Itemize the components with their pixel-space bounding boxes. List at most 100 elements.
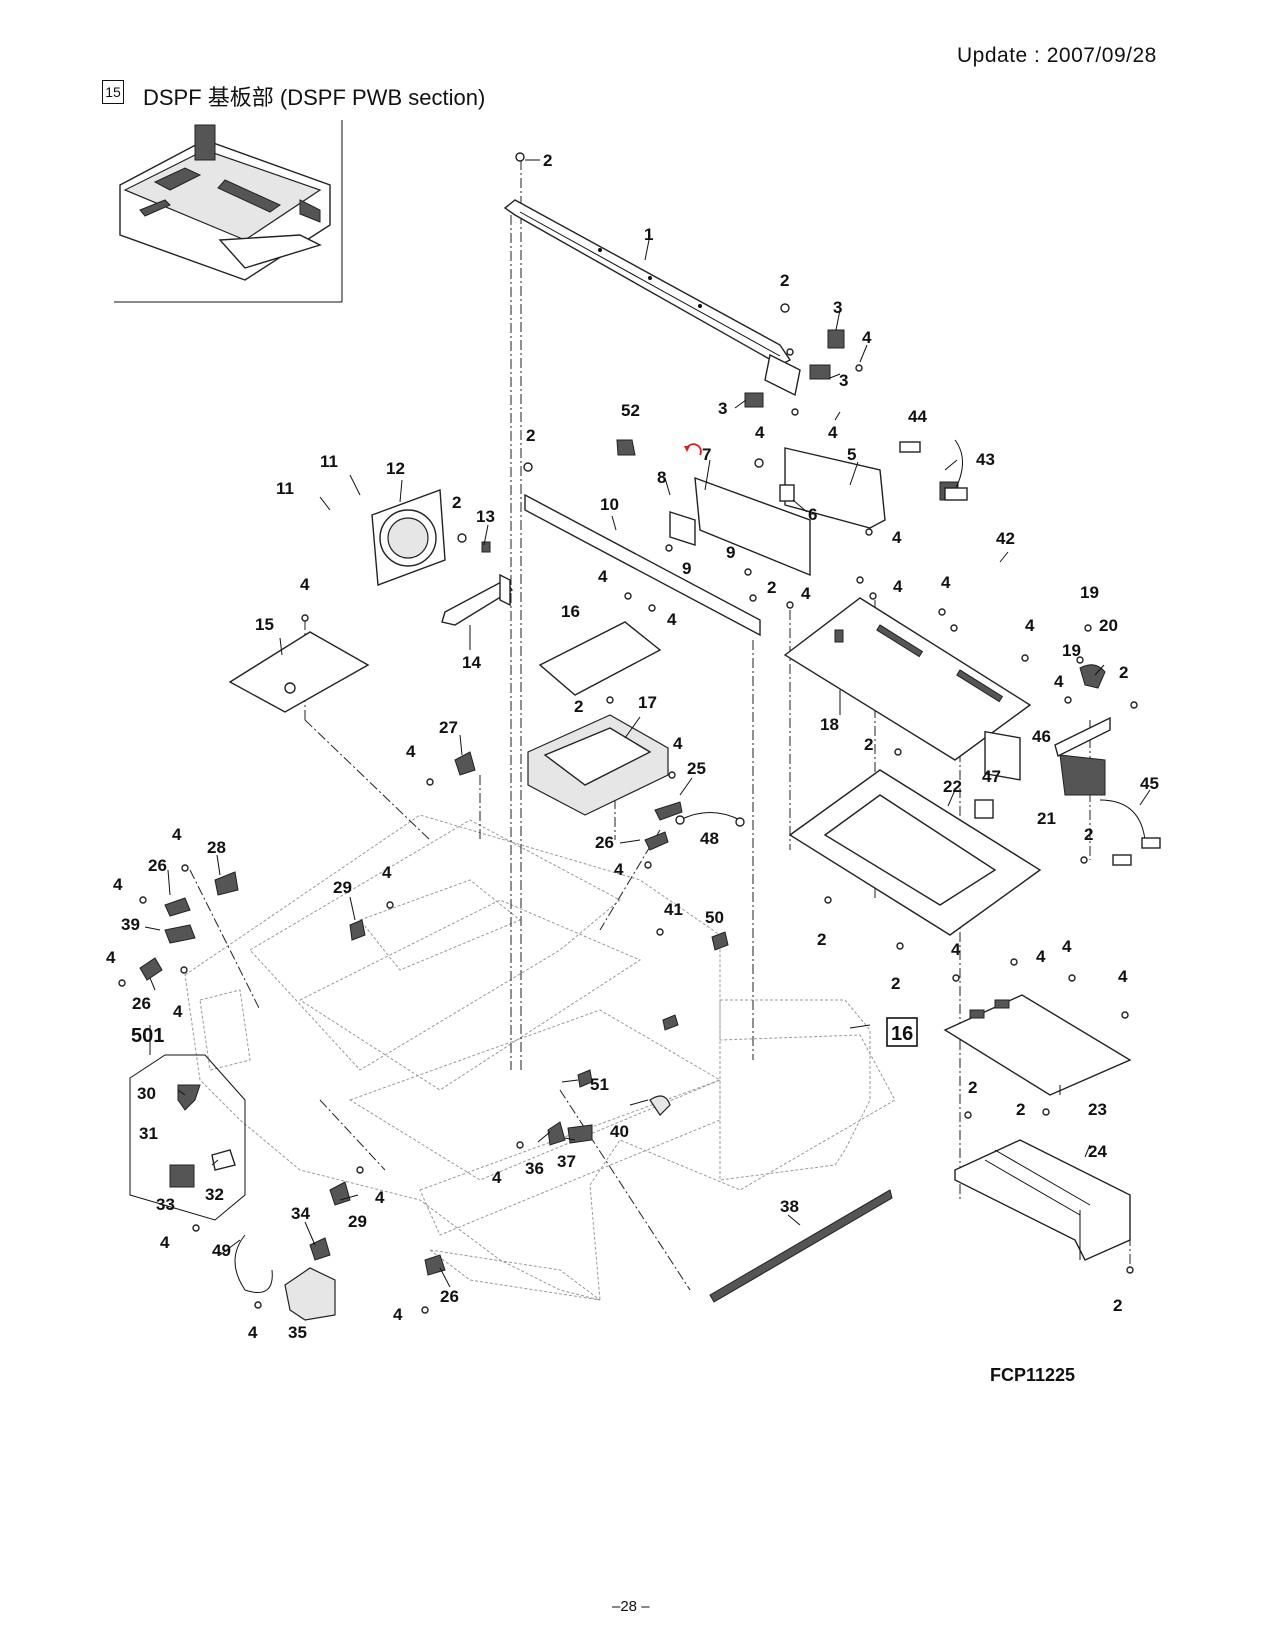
callout-4: 4 — [1025, 616, 1035, 635]
callout-24: 24 — [1088, 1142, 1107, 1161]
update-date: Update : 2007/09/28 — [957, 44, 1157, 67]
callout-46: 46 — [1032, 727, 1051, 746]
callout-9: 9 — [682, 559, 691, 578]
callout-25: 25 — [687, 759, 706, 778]
callout-4: 4 — [828, 423, 838, 442]
callout-4: 4 — [941, 573, 951, 592]
callout-4: 4 — [1062, 937, 1072, 956]
callout-1: 1 — [644, 225, 653, 244]
section-title: DSPF 基板部 (DSPF PWB section) — [143, 85, 486, 110]
callout-22: 22 — [943, 777, 962, 796]
callout-16: 16 — [561, 602, 580, 621]
callout-26: 26 — [148, 856, 167, 875]
callout-4: 4 — [755, 423, 765, 442]
callout-4: 4 — [951, 940, 961, 959]
callout-40: 40 — [610, 1122, 629, 1141]
callout-2: 2 — [1119, 663, 1128, 682]
callout-29: 29 — [333, 878, 352, 897]
small-parts — [139, 541, 745, 1276]
assembly-501-group — [129, 1054, 246, 1221]
callout-4: 4 — [614, 860, 624, 879]
callout-leaders — [144, 159, 1151, 1288]
callout-2: 2 — [574, 697, 583, 716]
callout-4: 4 — [300, 575, 310, 594]
part-22-plate — [788, 769, 1042, 936]
callout-11: 11 — [276, 479, 294, 498]
callout-4: 4 — [667, 610, 677, 629]
callout-4: 4 — [172, 825, 182, 844]
callout-42: 42 — [996, 529, 1015, 548]
callout-4: 4 — [598, 567, 608, 586]
callout-26: 26 — [595, 833, 614, 852]
callout-41: 41 — [664, 900, 683, 919]
callout-38: 38 — [780, 1197, 799, 1216]
part-15-sheet — [228, 631, 370, 713]
callout-51: 51 — [590, 1075, 609, 1094]
part-43-harness — [944, 439, 968, 501]
callout-49: 49 — [212, 1241, 231, 1260]
part-18-pwb — [783, 597, 1032, 761]
part-16-cover — [538, 621, 662, 696]
callout-2: 2 — [767, 578, 776, 597]
callout-23: 23 — [1088, 1100, 1107, 1119]
callout-4: 4 — [1054, 672, 1064, 691]
callout-26: 26 — [440, 1287, 459, 1306]
callout-4: 4 — [160, 1233, 170, 1252]
rotation-mark-icon — [686, 443, 702, 456]
callout-14: 14 — [462, 653, 481, 672]
callout-3: 3 — [839, 371, 848, 390]
callout-7: 7 — [702, 445, 711, 464]
part-3-brackets — [744, 329, 845, 408]
callout-10: 10 — [600, 495, 619, 514]
callout-4: 4 — [248, 1323, 258, 1342]
callout-4: 4 — [1036, 947, 1046, 966]
callout-2: 2 — [526, 426, 535, 445]
callout-6: 6 — [808, 505, 817, 524]
callout-28: 28 — [207, 838, 226, 857]
callout-45: 45 — [1140, 774, 1159, 793]
callout-19: 19 — [1080, 583, 1099, 602]
part-24-bracket — [954, 1139, 1131, 1261]
callout-4: 4 — [106, 948, 116, 967]
page-number: –28 – — [612, 1598, 650, 1615]
callout-29: 29 — [348, 1212, 367, 1231]
callout-35: 35 — [288, 1323, 307, 1342]
callout-2: 2 — [1016, 1100, 1025, 1119]
callout-2: 2 — [891, 974, 900, 993]
machine-frame-outline — [184, 814, 896, 1301]
part-38-brush — [709, 1189, 893, 1303]
callout-31: 31 — [139, 1124, 158, 1143]
callout-4: 4 — [893, 577, 903, 596]
callout-17: 17 — [638, 693, 657, 712]
screws — [118, 152, 1138, 1314]
callout-4: 4 — [375, 1188, 385, 1207]
part-23-pwb — [943, 994, 1132, 1096]
callout-37: 37 — [557, 1152, 576, 1171]
part-35-49 — [234, 1234, 336, 1321]
callout-11: 11 — [320, 452, 338, 471]
part-45-harness — [1099, 799, 1161, 866]
callout-26: 26 — [132, 994, 151, 1013]
section-number-box: 15 — [102, 80, 124, 104]
callout-4: 4 — [1118, 967, 1128, 986]
callout-27: 27 — [439, 718, 458, 737]
callout-3: 3 — [833, 298, 842, 317]
callout-33: 33 — [156, 1195, 175, 1214]
callout-4: 4 — [382, 863, 392, 882]
callout-30: 30 — [137, 1084, 156, 1103]
callout-20: 20 — [1099, 616, 1118, 635]
callout-12: 12 — [386, 459, 405, 478]
callout-15: 15 — [255, 615, 274, 634]
callout-3: 3 — [718, 399, 727, 418]
callout-2: 2 — [968, 1078, 977, 1097]
callout-48: 48 — [700, 829, 719, 848]
callout-32: 32 — [205, 1185, 224, 1204]
callout-2: 2 — [543, 151, 552, 170]
callout-21: 21 — [1037, 809, 1056, 828]
callout-4: 4 — [673, 734, 683, 753]
callout-4: 4 — [173, 1002, 183, 1021]
rotation-arrow-icon — [684, 446, 690, 452]
part-12-fan — [371, 489, 446, 586]
callout-13: 13 — [476, 507, 495, 526]
